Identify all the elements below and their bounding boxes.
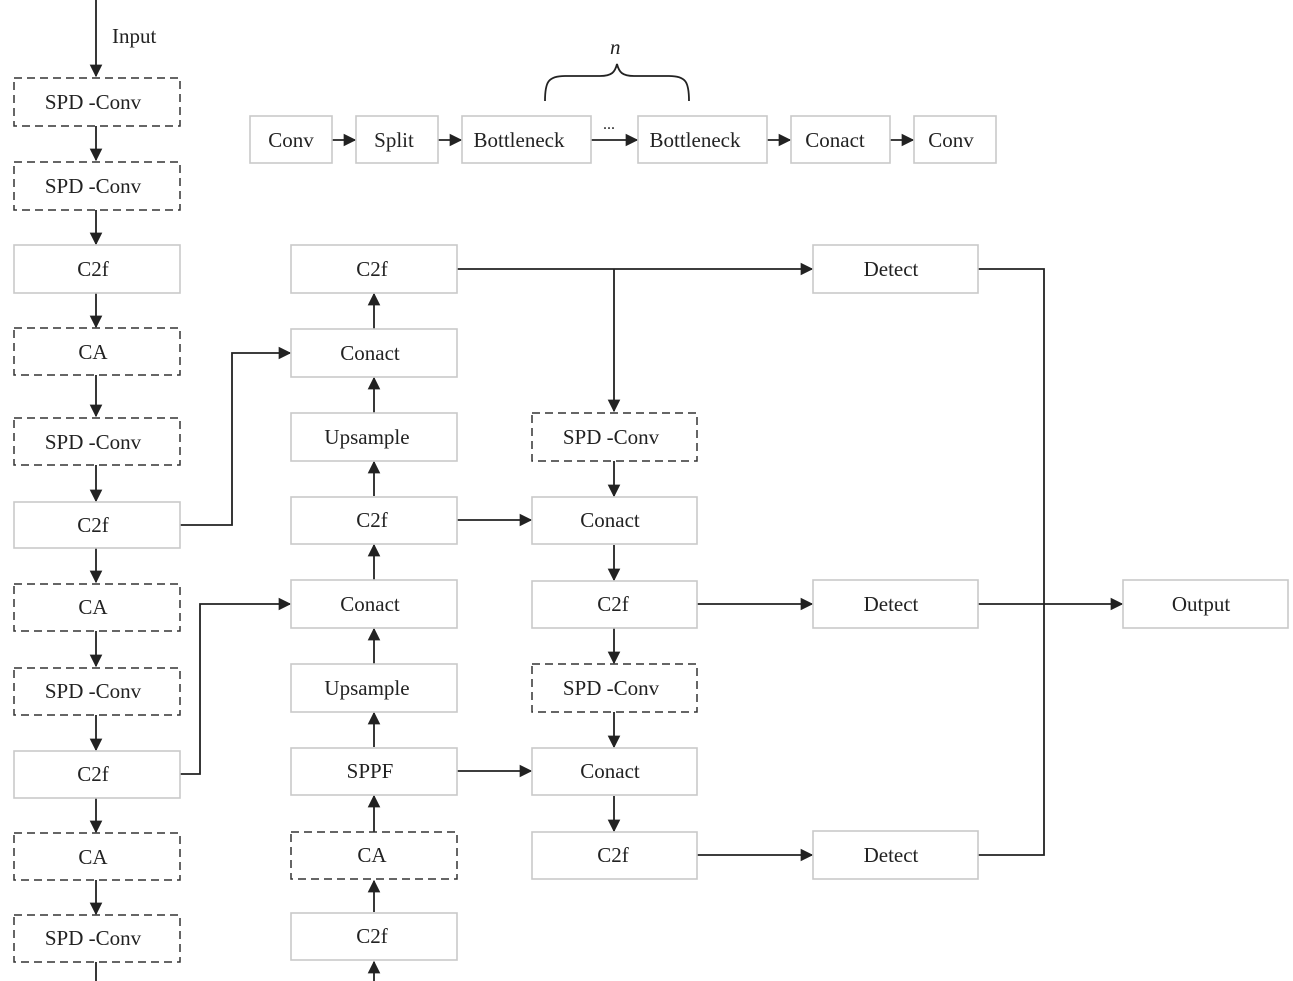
backbone-block-spd-conv: SPD -Conv [13, 417, 181, 466]
backbone-block-c2f: C2f [13, 750, 181, 799]
c2f-structure-block-conv: Conv [913, 115, 997, 164]
svg-text:C2f: C2f [77, 513, 109, 537]
backbone-block-spd-conv: SPD -Conv [13, 77, 181, 127]
pan-block-spd-conv: SPD -Conv [531, 412, 698, 462]
svg-text:Output: Output [1172, 592, 1231, 616]
backbone-block-c2f: C2f [13, 501, 181, 549]
svg-text:SPD -Conv: SPD -Conv [563, 425, 660, 449]
svg-text:SPD -Conv: SPD -Conv [45, 926, 142, 950]
pan-block-spd-conv: SPD -Conv [531, 663, 698, 713]
pan-block-c2f: C2f [531, 580, 698, 629]
svg-text:C2f: C2f [77, 762, 109, 786]
svg-text:SPD -Conv: SPD -Conv [45, 430, 142, 454]
svg-text:Upsample: Upsample [324, 676, 409, 700]
neck-block-upsample: Upsample [290, 412, 458, 462]
c2f-structure-block-split: Split [355, 115, 439, 164]
detect-head: Detect [812, 830, 979, 880]
neck-block-c2f: C2f [290, 912, 458, 961]
svg-text:Conv: Conv [268, 128, 314, 152]
svg-text:CA: CA [357, 843, 387, 867]
svg-text:C2f: C2f [356, 924, 388, 948]
backbone-block-spd-conv: SPD -Conv [13, 161, 181, 211]
neck-block-upsample: Upsample [290, 663, 458, 713]
svg-text:C2f: C2f [356, 508, 388, 532]
repeat-count-label: n [610, 35, 621, 59]
neck-block-conact: Conact [290, 328, 458, 378]
svg-text:Detect: Detect [864, 843, 919, 867]
pan-block-conact: Conact [531, 747, 698, 796]
c2f-structure-block-bottleneck: Bottleneck [461, 115, 592, 164]
svg-text:Conact: Conact [580, 508, 640, 532]
backbone-block-c2f: C2f [13, 244, 181, 294]
detect-head: Detect [812, 579, 979, 629]
svg-text:Conact: Conact [340, 341, 400, 365]
svg-text:C2f: C2f [597, 592, 629, 616]
c2f-structure-block-bottleneck: Bottleneck [637, 115, 768, 164]
edges [89, 0, 1124, 981]
svg-text:C2f: C2f [77, 257, 109, 281]
input-label: Input [112, 24, 156, 48]
svg-text:Conact: Conact [580, 759, 640, 783]
svg-text:C2f: C2f [356, 257, 388, 281]
svg-text:CA: CA [78, 845, 108, 869]
backbone-block-ca: CA [13, 327, 181, 376]
svg-text:CA: CA [78, 595, 108, 619]
neck-block-sppf: SPPF [290, 747, 458, 796]
output-block: Output [1122, 579, 1289, 629]
svg-text:SPD -Conv: SPD -Conv [45, 90, 142, 114]
svg-text:C2f: C2f [597, 843, 629, 867]
backbone-block-ca: CA [13, 583, 181, 632]
neck-block-ca: CA [290, 831, 458, 880]
pan-block-c2f: C2f [531, 831, 698, 880]
svg-text:SPD -Conv: SPD -Conv [563, 676, 660, 700]
backbone-block-spd-conv: SPD -Conv [13, 667, 181, 716]
c2f-structure-block-conact: Conact [790, 115, 891, 164]
neck-block-conact: Conact [290, 579, 458, 629]
backbone-block-ca: CA [13, 832, 181, 881]
neck-block-c2f: C2f [290, 496, 458, 545]
c2f-structure-block-conv: Conv [249, 115, 333, 164]
repeat-ellipsis: ... [603, 116, 615, 133]
svg-text:Detect: Detect [864, 592, 919, 616]
svg-text:Bottleneck: Bottleneck [474, 128, 565, 152]
svg-text:Bottleneck: Bottleneck [650, 128, 741, 152]
svg-text:CA: CA [78, 340, 108, 364]
neck-block-c2f: C2f [290, 244, 458, 294]
svg-text:SPPF: SPPF [347, 759, 394, 783]
svg-text:Upsample: Upsample [324, 425, 409, 449]
svg-text:SPD -Conv: SPD -Conv [45, 174, 142, 198]
svg-text:Detect: Detect [864, 257, 919, 281]
svg-text:SPD -Conv: SPD -Conv [45, 679, 142, 703]
pan-block-conact: Conact [531, 496, 698, 545]
svg-text:Conv: Conv [928, 128, 974, 152]
svg-text:Conact: Conact [805, 128, 865, 152]
detect-head: Detect [812, 244, 979, 294]
svg-text:Split: Split [374, 128, 414, 152]
backbone-block-spd-conv: SPD -Conv [13, 914, 181, 963]
svg-text:Conact: Conact [340, 592, 400, 616]
repeat-brace [544, 63, 690, 102]
